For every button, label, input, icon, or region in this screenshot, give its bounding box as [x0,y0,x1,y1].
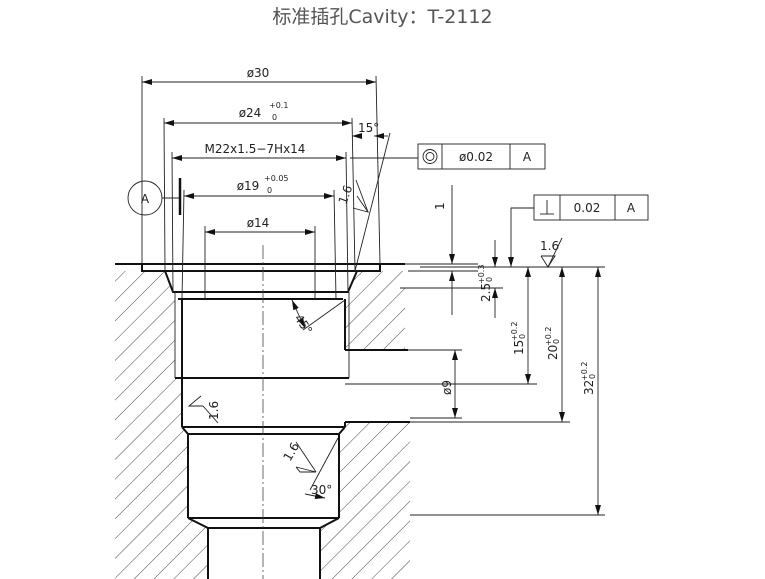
perpendicularity-icon [540,200,554,215]
section-hatching [115,271,410,579]
cavity-profile [115,245,410,579]
dim-d19-tol-up: +0.05 [264,174,289,183]
dim-angle30: 30° [311,483,332,497]
roughness-symbol-bore: 1.6 [187,395,221,424]
roughness-value: 1.6 [207,401,221,420]
dim-d24: ø24 [239,106,262,120]
roughness-value: 1.6 [336,183,356,206]
roughness-symbol-chamfer: 1.6 [336,179,370,213]
dim-depth32-tol-low: 0 [588,374,597,379]
dim-d9: ø9 [440,380,454,395]
dim-angle45: 45° [292,312,316,337]
tolerance-frame-perpendicularity: 0.02 A [508,194,649,267]
frame2-value: 0.02 [574,201,601,215]
dim-d24-tol-low: 0 [272,113,277,122]
frame1-datum: A [523,150,532,164]
roughness-value: 1.6 [280,440,302,464]
dim-depth15: 15 [512,340,526,355]
dim-depth15-tol-up: +0.2 [510,322,519,341]
datum-a-symbol: A [127,178,182,216]
dim-angle15: 15° [358,121,379,135]
extension-lines [141,75,605,516]
dim-depth25-tol-low: 0 [485,277,494,282]
dimension-lines [142,79,601,515]
dim-d24-tol-up: +0.1 [269,101,288,110]
dim-d19: ø19 [237,179,260,193]
concentricity-icon [422,149,438,164]
dim-depth32-tol-up: +0.2 [580,362,589,381]
dim-depth25-tol-up: +0.3 [477,265,486,284]
dim-depth1: 1 [433,202,447,210]
dim-depth20: 20 [546,345,560,360]
dim-depth32: 32 [582,380,596,395]
dim-d14: ø14 [247,216,270,230]
frame1-value: ø0.02 [459,150,493,164]
roughness-symbol-top: 1.6 [540,237,563,268]
datum-label: A [141,192,150,206]
dim-depth20-tol-low: 0 [552,339,561,344]
dim-depth20-tol-up: +0.2 [544,327,553,346]
frame2-datum: A [627,201,636,215]
roughness-symbol-lower: 1.6 [280,440,317,473]
dim-thread: M22x1.5−7Hx14 [205,142,306,156]
dim-d30: ø30 [247,66,270,80]
tolerance-frame-concentricity: ø0.02 A [350,143,546,170]
roughness-value: 1.6 [540,239,559,253]
dim-depth15-tol-low: 0 [518,334,527,339]
dim-depth25: 2.5 [479,283,493,302]
dim-d19-tol-low: 0 [267,186,272,195]
drawing-title: 标准插孔Cavity：T-2112 [272,6,493,28]
